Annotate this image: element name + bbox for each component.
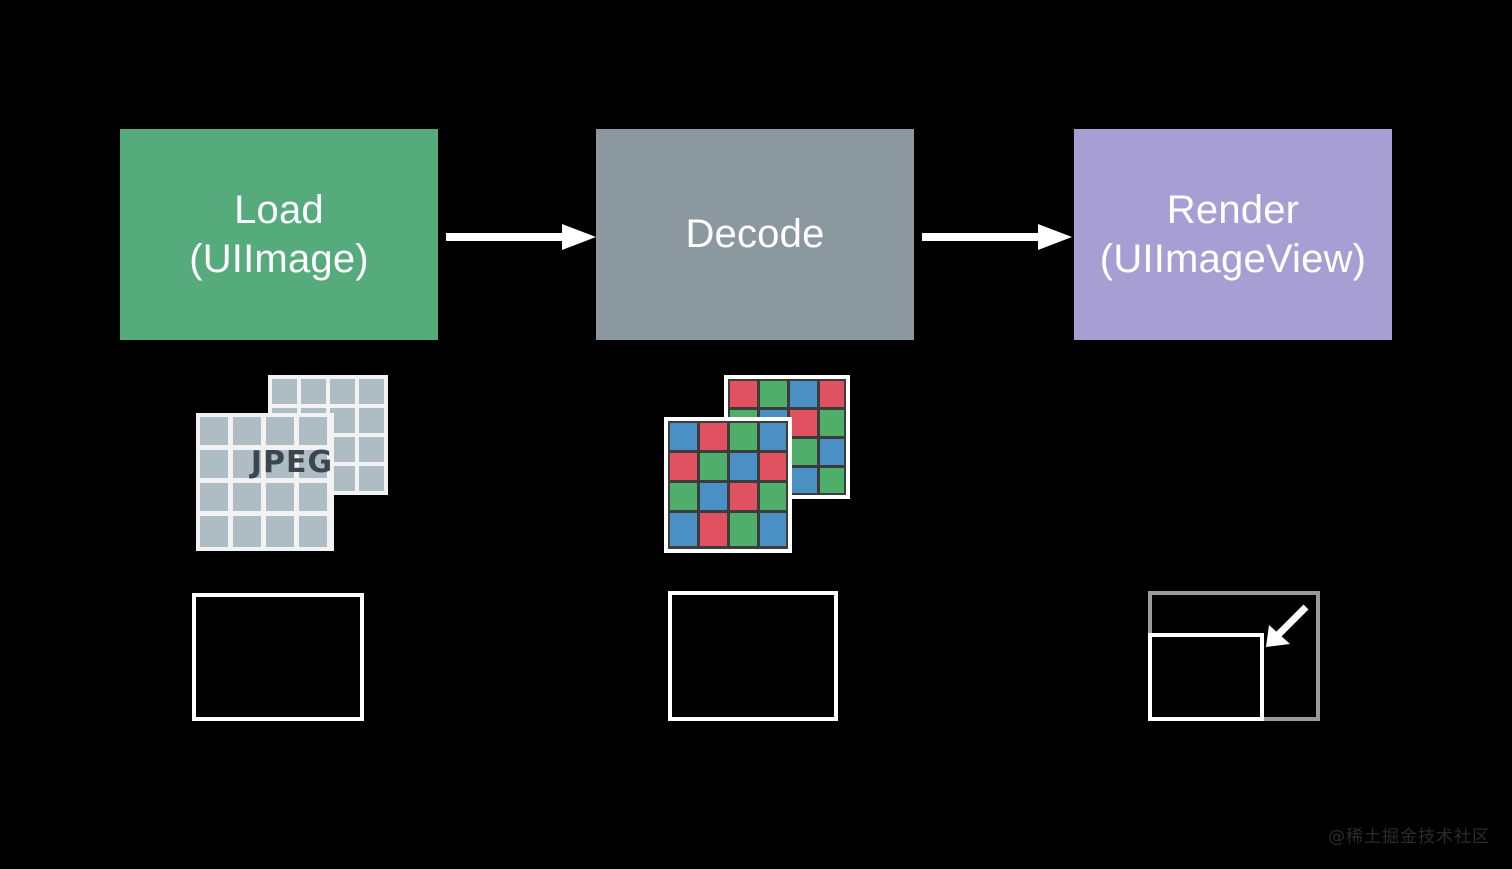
outline-rect-decode — [668, 591, 838, 721]
rgb-front-grid — [664, 417, 792, 553]
stage-box-load: Load (UIImage) — [120, 129, 438, 340]
annotation-arrow-down-left-icon — [1260, 603, 1312, 651]
rgb-back-grid — [724, 375, 850, 499]
jpeg-label: JPEG — [250, 445, 334, 480]
arrow-load-to-decode-icon — [446, 222, 598, 252]
render-composite — [1148, 591, 1320, 721]
stage-box-render: Render (UIImageView) — [1074, 129, 1392, 340]
stage-render-label-line-2: (UIImageView) — [1099, 236, 1367, 281]
stage-decode-label-line-1: Decode — [685, 212, 825, 257]
jpeg-back-grid — [268, 375, 388, 495]
stage-load-label-line-2: (UIImage) — [189, 236, 369, 281]
rgb-pixel-grid-icon — [664, 375, 850, 553]
outline-rect-load — [192, 593, 364, 721]
rendered-image-rect — [1148, 633, 1264, 721]
jpeg-file-icon: JPEG — [196, 375, 388, 551]
stage-load-label-line-1: Load — [234, 187, 324, 232]
watermark-text: @稀土掘金技术社区 — [1328, 827, 1490, 847]
jpeg-front-grid — [196, 413, 334, 551]
arrow-decode-to-render-icon — [922, 222, 1074, 252]
stage-render-label-line-1: Render — [1166, 187, 1300, 232]
stage-box-decode: Decode — [596, 129, 914, 340]
